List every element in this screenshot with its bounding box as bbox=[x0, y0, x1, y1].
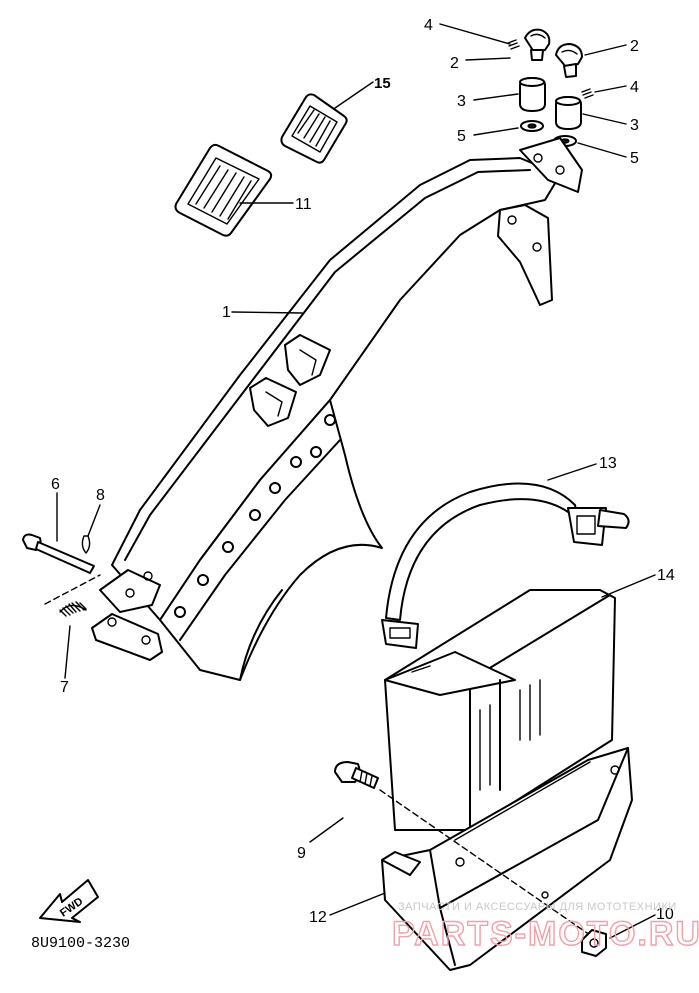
callout-13: 13 bbox=[599, 455, 617, 472]
bolt-6 bbox=[22, 533, 95, 574]
callout-1: 1 bbox=[222, 304, 231, 321]
callout-8: 8 bbox=[96, 487, 105, 504]
grommet-set-left bbox=[507, 28, 551, 132]
callout-2b: 2 bbox=[630, 38, 639, 55]
callout-5b: 5 bbox=[630, 150, 639, 167]
callout-4a: 4 bbox=[424, 17, 433, 34]
callout-12: 12 bbox=[309, 909, 327, 926]
callout-9: 9 bbox=[297, 845, 306, 862]
callout-3b: 3 bbox=[630, 117, 639, 134]
battery-band-13 bbox=[381, 482, 630, 649]
watermark-top-text: ЗАПЧАСТИ И АКСЕССУАРЫ ДЛЯ МОТОТЕХНИКИ bbox=[398, 901, 677, 913]
callout-7: 7 bbox=[60, 679, 69, 696]
callout-4b: 4 bbox=[630, 79, 639, 96]
watermark: ЗАПЧАСТИ И АКСЕССУАРЫ ДЛЯ МОТОТЕХНИКИ PA… bbox=[391, 901, 699, 954]
reflector-11 bbox=[174, 143, 273, 237]
callout-14: 14 bbox=[657, 567, 675, 584]
callout-10: 10 bbox=[656, 906, 674, 923]
reflector-15 bbox=[280, 93, 348, 164]
callout-3a: 3 bbox=[457, 93, 466, 110]
callouts: 4 2 3 5 2 4 3 5 15 11 1 13 14 6 8 7 9 12… bbox=[51, 17, 675, 926]
callout-11: 11 bbox=[295, 196, 312, 213]
callout-15: 15 bbox=[374, 75, 391, 92]
callout-5a: 5 bbox=[457, 128, 466, 145]
battery-box-12 bbox=[381, 747, 633, 971]
pin-8 bbox=[81, 535, 91, 554]
callout-6: 6 bbox=[51, 476, 60, 493]
grommet-set-right bbox=[553, 43, 594, 147]
callout-2a: 2 bbox=[450, 55, 459, 72]
diagram-code: 8U9100-3230 bbox=[31, 935, 130, 952]
spring-7 bbox=[59, 601, 87, 617]
watermark-brand-text: PARTS-MOTO.RU bbox=[392, 915, 699, 953]
fwd-arrow-icon: FWD bbox=[39, 879, 99, 923]
battery-14 bbox=[384, 589, 616, 831]
bolt-9 bbox=[334, 761, 379, 789]
nut-10 bbox=[581, 929, 607, 957]
rear-fender-1 bbox=[91, 137, 583, 681]
leader-lines bbox=[56, 23, 656, 939]
